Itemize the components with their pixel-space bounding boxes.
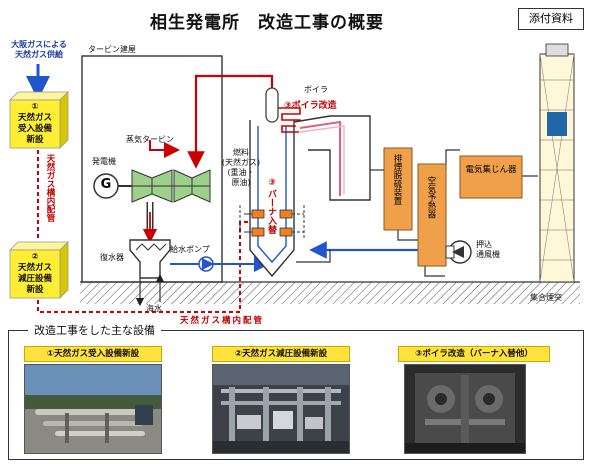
gas-pipe-vertical-label: 天然ガス構内配管 <box>45 154 55 222</box>
burner-num: ③ <box>268 178 276 188</box>
fuel-line2: (天然ガス) <box>221 158 261 167</box>
steam-turbine-label: 蒸気タービン <box>126 135 174 144</box>
photos-section-label: 改造工事をした主な設備 <box>28 322 161 338</box>
box2-line2: 減圧設備 <box>17 274 52 284</box>
fuel-line1: 燃料 <box>233 148 249 157</box>
ground-hatch <box>80 282 580 304</box>
condenser-label: 復水器 <box>100 253 124 262</box>
plant-diagram <box>9 43 580 313</box>
gas-pressure-label: ② 天然ガス 減圧設備 新設 <box>10 252 60 296</box>
fan-line1: 押込 <box>476 240 492 249</box>
turbine-building <box>81 55 223 283</box>
forced-draft-fan <box>445 240 472 264</box>
main-steam-pipe <box>194 74 274 152</box>
photo3-title: ③ボイラ改造（バーナ入替他） <box>398 346 550 362</box>
gas-pipe-horizontal-label: 天然ガス構内配管 <box>180 316 265 326</box>
air-preheater-label: 空気予熱器 <box>426 176 436 219</box>
burners <box>244 209 304 237</box>
chimney-stack <box>539 43 575 283</box>
stack-label: 集合煙突 <box>530 293 562 302</box>
fan-label: 押込 通風機 <box>476 240 500 260</box>
electrostatic-box <box>459 155 523 199</box>
photo-gas-receiving <box>24 364 162 454</box>
steam-turbine <box>131 169 211 203</box>
desulfurizer-box <box>383 147 413 231</box>
burner-replace-label: ③ バーナ入替 <box>265 178 279 234</box>
photo2-title: ②天然ガス減圧設備新設 <box>212 346 350 362</box>
gas-receiving-box <box>9 91 69 149</box>
box2-num: ② <box>31 252 39 262</box>
photo1-title: ①天然ガス受入設備新設 <box>24 346 162 362</box>
supply-line2: 天然ガス供給 <box>15 50 63 59</box>
desulfurizer-label: 排煙脱硫装置 <box>392 154 402 205</box>
box1-num: ① <box>31 102 39 112</box>
attachment-badge: 添付資料 <box>518 8 584 30</box>
generator-symbol: G <box>100 177 112 192</box>
gas-supply-label: 大阪ガスによる 天然ガス供給 <box>6 40 72 60</box>
box1-line3: 新設 <box>26 135 44 145</box>
gas-pipe-horizontal <box>37 221 250 313</box>
seawater-label: 海水 <box>146 304 162 313</box>
boiler-label: ボイラ <box>304 85 328 94</box>
generator-label: 発電機 <box>92 157 116 166</box>
feedwater-pump-label: 給水ポンプ <box>170 245 210 254</box>
fuel-label: 燃料 (天然ガス) (重油・ 原油) <box>216 148 266 188</box>
box2-line1: 天然ガス <box>17 263 52 273</box>
burner-text: バーナ入替 <box>266 189 276 234</box>
boiler-mod-label: ③ボイラ改造 <box>284 101 337 111</box>
fuel-line4: 原油) <box>231 178 251 187</box>
photo-gas-pressure <box>212 364 350 454</box>
air-preheater-box <box>417 163 447 267</box>
gas-pressure-box <box>9 241 69 299</box>
page-title: 相生発電所 改造工事の概要 <box>150 13 384 33</box>
fan-line2: 通風機 <box>476 250 500 259</box>
gas-receiving-label: ① 天然ガス 受入設備 新設 <box>10 102 60 146</box>
turbine-building-label: タービン建屋 <box>88 45 136 54</box>
box2-line3: 新設 <box>26 285 44 295</box>
boiler <box>249 87 371 278</box>
fuel-line3: (重油・ <box>227 168 255 177</box>
supply-line1: 大阪ガスによる <box>11 40 67 49</box>
box1-line2: 受入設備 <box>17 124 52 134</box>
box1-line1: 天然ガス <box>17 113 52 123</box>
electrostatic-label: 電気集じん器 <box>465 165 517 175</box>
photo-boiler-mod <box>404 364 526 454</box>
